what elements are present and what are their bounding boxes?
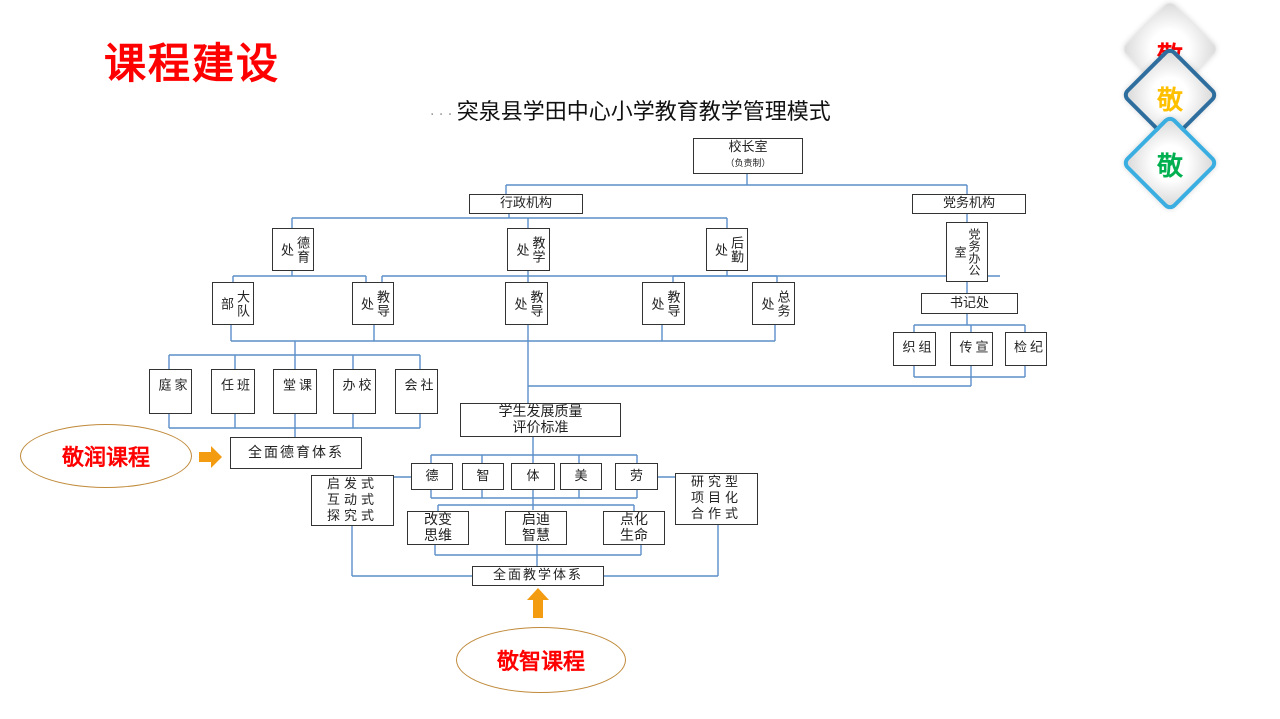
right-arrow-icon (199, 446, 222, 468)
logistics-dept-box: 后勤处 (706, 228, 748, 271)
method-cooperative: 合作式 (690, 507, 742, 522)
guidance-office-1-box: 教导处 (352, 282, 394, 325)
moral-dept-box: 德育处 (272, 228, 314, 271)
party-unit-organization: 组织 (893, 332, 936, 366)
principal-office-sub: （负责制） (725, 159, 771, 169)
left-methods-box: 启发式 互动式 探究式 (311, 475, 394, 526)
evaluation-line1: 学生发展质量 (498, 404, 583, 420)
general-affairs-box: 总务处 (752, 282, 795, 325)
method-heuristic: 启发式 (326, 476, 378, 492)
moral-unit-society: 社会 (395, 369, 438, 414)
leading-dots: · · · (430, 107, 457, 123)
diamond-2-glyph: 敬 (1156, 86, 1183, 116)
up-arrow-icon (527, 588, 549, 618)
method-inquiry: 探究式 (326, 508, 378, 524)
party-office-box: 党务办公室 (946, 222, 988, 282)
party-box: 党务机构 (912, 194, 1026, 214)
guidance-office-3-box: 教导处 (642, 282, 685, 325)
goal-enlighten-life: 点化 生命 (603, 511, 665, 545)
five-edu-intellect: 智 (462, 463, 504, 490)
five-edu-labor: 劳 (615, 463, 658, 490)
five-edu-physical: 体 (511, 463, 555, 490)
goal-inspire-wisdom: 启迪 智慧 (505, 511, 567, 545)
moral-unit-classroom: 课堂 (273, 369, 317, 414)
guidance-office-2-box: 教导处 (505, 282, 548, 325)
teaching-dept-box: 教学处 (507, 228, 550, 271)
five-edu-aesthetic: 美 (560, 463, 602, 490)
secretary-box: 书记处 (921, 293, 1018, 314)
goal-2-line1: 启迪 (522, 512, 550, 528)
goal-3-line2: 生命 (620, 528, 648, 544)
method-project: 项目化 (690, 491, 742, 506)
admin-box: 行政机构 (469, 194, 583, 214)
party-unit-discipline: 纪检 (1005, 332, 1047, 366)
goal-2-line2: 智慧 (522, 528, 550, 544)
brigade-box: 大队部 (212, 282, 254, 325)
goal-1-line2: 思维 (424, 528, 452, 544)
page-title: 课程建设 (104, 39, 281, 88)
method-interactive: 互动式 (326, 492, 378, 508)
moral-unit-class-teacher: 班任 (211, 369, 255, 414)
party-unit-publicity: 宣传 (950, 332, 993, 366)
goal-change-thinking: 改变 思维 (407, 511, 469, 545)
evaluation-standard-box: 学生发展质量 评价标准 (460, 403, 621, 437)
jingrun-course-ellipse: 敬润课程 (20, 424, 192, 488)
diamond-3-glyph: 敬 (1156, 152, 1183, 182)
right-methods-box: 研究型 项目化 合作式 (675, 473, 758, 525)
principal-office-label: 校长室 (728, 140, 768, 155)
moral-system-box: 全面德育体系 (230, 437, 362, 469)
diagram-title-text: 突泉县学田中心小学教育教学管理模式 (456, 100, 831, 125)
diagram-title: · · · 突泉县学田中心小学教育教学管理模式 (430, 94, 831, 126)
teaching-system-box: 全面教学体系 (472, 566, 604, 586)
moral-unit-family: 家庭 (149, 369, 192, 414)
goal-1-line1: 改变 (424, 512, 452, 528)
method-research: 研究型 (690, 475, 742, 490)
goal-3-line1: 点化 (620, 512, 648, 528)
five-edu-moral: 德 (411, 463, 453, 490)
moral-unit-school-office: 校办 (333, 369, 376, 414)
evaluation-line2: 评价标准 (512, 420, 569, 436)
jingzhi-course-ellipse: 敬智课程 (456, 627, 626, 693)
principal-office-box: 校长室 （负责制） (693, 138, 803, 174)
